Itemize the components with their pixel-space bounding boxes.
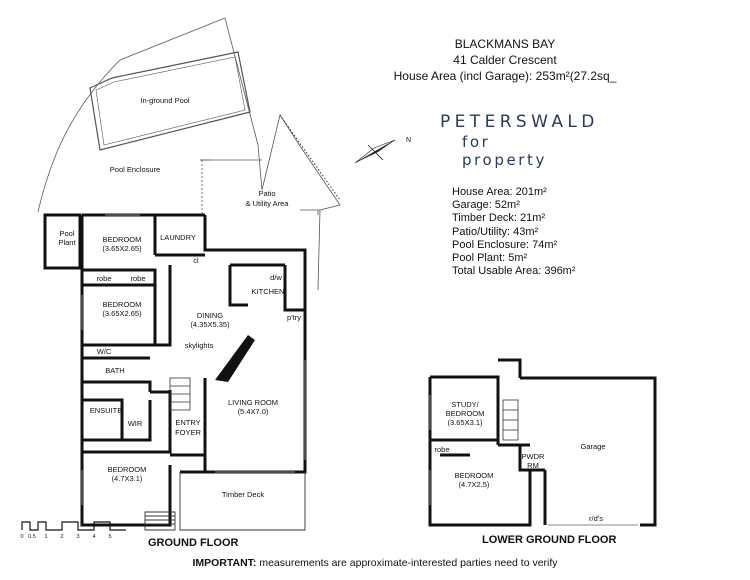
area-item-pool-plant: Pool Plant: 5m²: [452, 252, 528, 265]
label-bedroom-1-dim: (3.65X2.65): [102, 244, 142, 253]
label-pool-plant-2: Plant: [58, 238, 76, 247]
label-dining-dim: (4.35X5.35): [190, 320, 230, 329]
label-pool: In-ground Pool: [140, 96, 190, 105]
label-roller-doors: r/d's: [589, 514, 603, 523]
label-laundry: LAUNDRY: [160, 233, 196, 242]
label-dw: d/w: [270, 273, 282, 282]
disclaimer-notice: IMPORTANT: measurements are approximate-…: [0, 557, 750, 569]
svg-text:4: 4: [92, 534, 95, 540]
label-bath: BATH: [105, 366, 124, 375]
label-robe-1: robe: [96, 274, 111, 283]
label-living: LIVING ROOM: [228, 398, 278, 407]
scale-bar: 0 0.5 1 2 3 4 5: [20, 521, 126, 540]
ground-floor-walls: [43, 213, 307, 527]
disclaimer-strong: IMPORTANT:: [192, 557, 257, 569]
label-pwdr-1: PWDR: [522, 452, 545, 461]
label-study-2: BEDROOM: [446, 409, 485, 418]
label-lower-bedroom: BEDROOM: [455, 471, 494, 480]
label-living-dim: (5.4X7.0): [238, 407, 269, 416]
label-wir: WIR: [128, 419, 143, 428]
area-item-pool-enclosure: Pool Enclosure: 74m²: [452, 238, 558, 251]
svg-text:5: 5: [108, 534, 111, 540]
north-label: N: [406, 137, 411, 144]
svg-text:0.5: 0.5: [28, 534, 36, 540]
label-patio-1: Patio: [258, 189, 275, 198]
label-bedroom-1: BEDROOM: [103, 235, 142, 244]
brand-name: PETERSWALD: [440, 112, 599, 132]
area-item-patio: Patio/Utility: 43m²: [452, 225, 539, 238]
label-kitchen: KITCHEN: [252, 287, 285, 296]
label-ensuite: ENSUITE: [90, 406, 123, 415]
pool-enclosure-outline: [37, 17, 341, 291]
label-bedroom-3-dim: (4.7X3.1): [112, 474, 143, 483]
label-cl: cl: [193, 256, 199, 265]
svg-text:1: 1: [44, 534, 47, 540]
svg-text:0: 0: [20, 534, 23, 540]
ground-floor-labels: In-ground Pool Pool Enclosure Pool Plant…: [58, 96, 301, 499]
lower-floor-walls: [428, 358, 657, 527]
label-pwdr-2: RM: [527, 461, 539, 470]
area-summary-list: House Area: 201m² Garage: 52m² Timber De…: [452, 186, 576, 278]
label-timber-deck: Timber Deck: [222, 490, 264, 499]
label-lower-bedroom-dim: (4.7X2.5): [459, 480, 490, 489]
svg-text:2: 2: [60, 534, 63, 540]
lower-stairs: [502, 399, 519, 441]
label-patio-2: & Utility Area: [246, 199, 290, 208]
disclaimer-text: measurements are approximate-interested …: [256, 557, 558, 569]
label-study-1: STUDY/: [451, 400, 479, 409]
label-robe-2: robe: [130, 274, 145, 283]
label-bedroom-3: BEDROOM: [108, 465, 147, 474]
label-bedroom-2-dim: (3.65X2.65): [102, 309, 142, 318]
skylight-wall-block: [215, 335, 255, 382]
suburb-title: BLACKMANS BAY: [454, 37, 556, 51]
label-skylights: skylights: [185, 341, 214, 350]
stairs: [169, 377, 191, 411]
house-area-summary: House Area (incl Garage): 253m²(27.2sq_: [393, 69, 617, 83]
label-garage: Garage: [580, 442, 605, 451]
label-pool-enclosure: Pool Enclosure: [110, 165, 160, 174]
brand-tagline: for property: [462, 133, 548, 169]
timber-deck-outline: [144, 472, 306, 531]
street-address: 41 Calder Crescent: [453, 53, 557, 67]
label-entry-1: ENTRY: [175, 418, 200, 427]
svg-text:3: 3: [76, 534, 79, 540]
ground-floor-title: GROUND FLOOR: [148, 537, 239, 549]
label-study-dim: (3.65X3.1): [447, 418, 483, 427]
area-item-deck: Timber Deck: 21m²: [452, 212, 546, 225]
area-item-garage: Garage: 52m²: [452, 199, 520, 212]
label-lower-robe: robe: [434, 445, 449, 454]
label-wc: W/C: [97, 347, 112, 356]
area-item-house: House Area: 201m²: [452, 186, 547, 198]
label-pantry: p'try: [287, 313, 301, 322]
label-pool-plant-1: Pool: [59, 229, 74, 238]
label-entry-2: FOYER: [175, 428, 201, 437]
lower-floor-title: LOWER GROUND FLOOR: [482, 534, 617, 546]
label-dining: DINING: [197, 311, 223, 320]
label-bedroom-2: BEDROOM: [103, 300, 142, 309]
lower-floor-labels: STUDY/ BEDROOM (3.65X3.1) robe BEDROOM (…: [434, 400, 605, 523]
compass-arrow-icon: N: [354, 137, 411, 164]
area-item-total: Total Usable Area: 396m²: [452, 265, 576, 278]
